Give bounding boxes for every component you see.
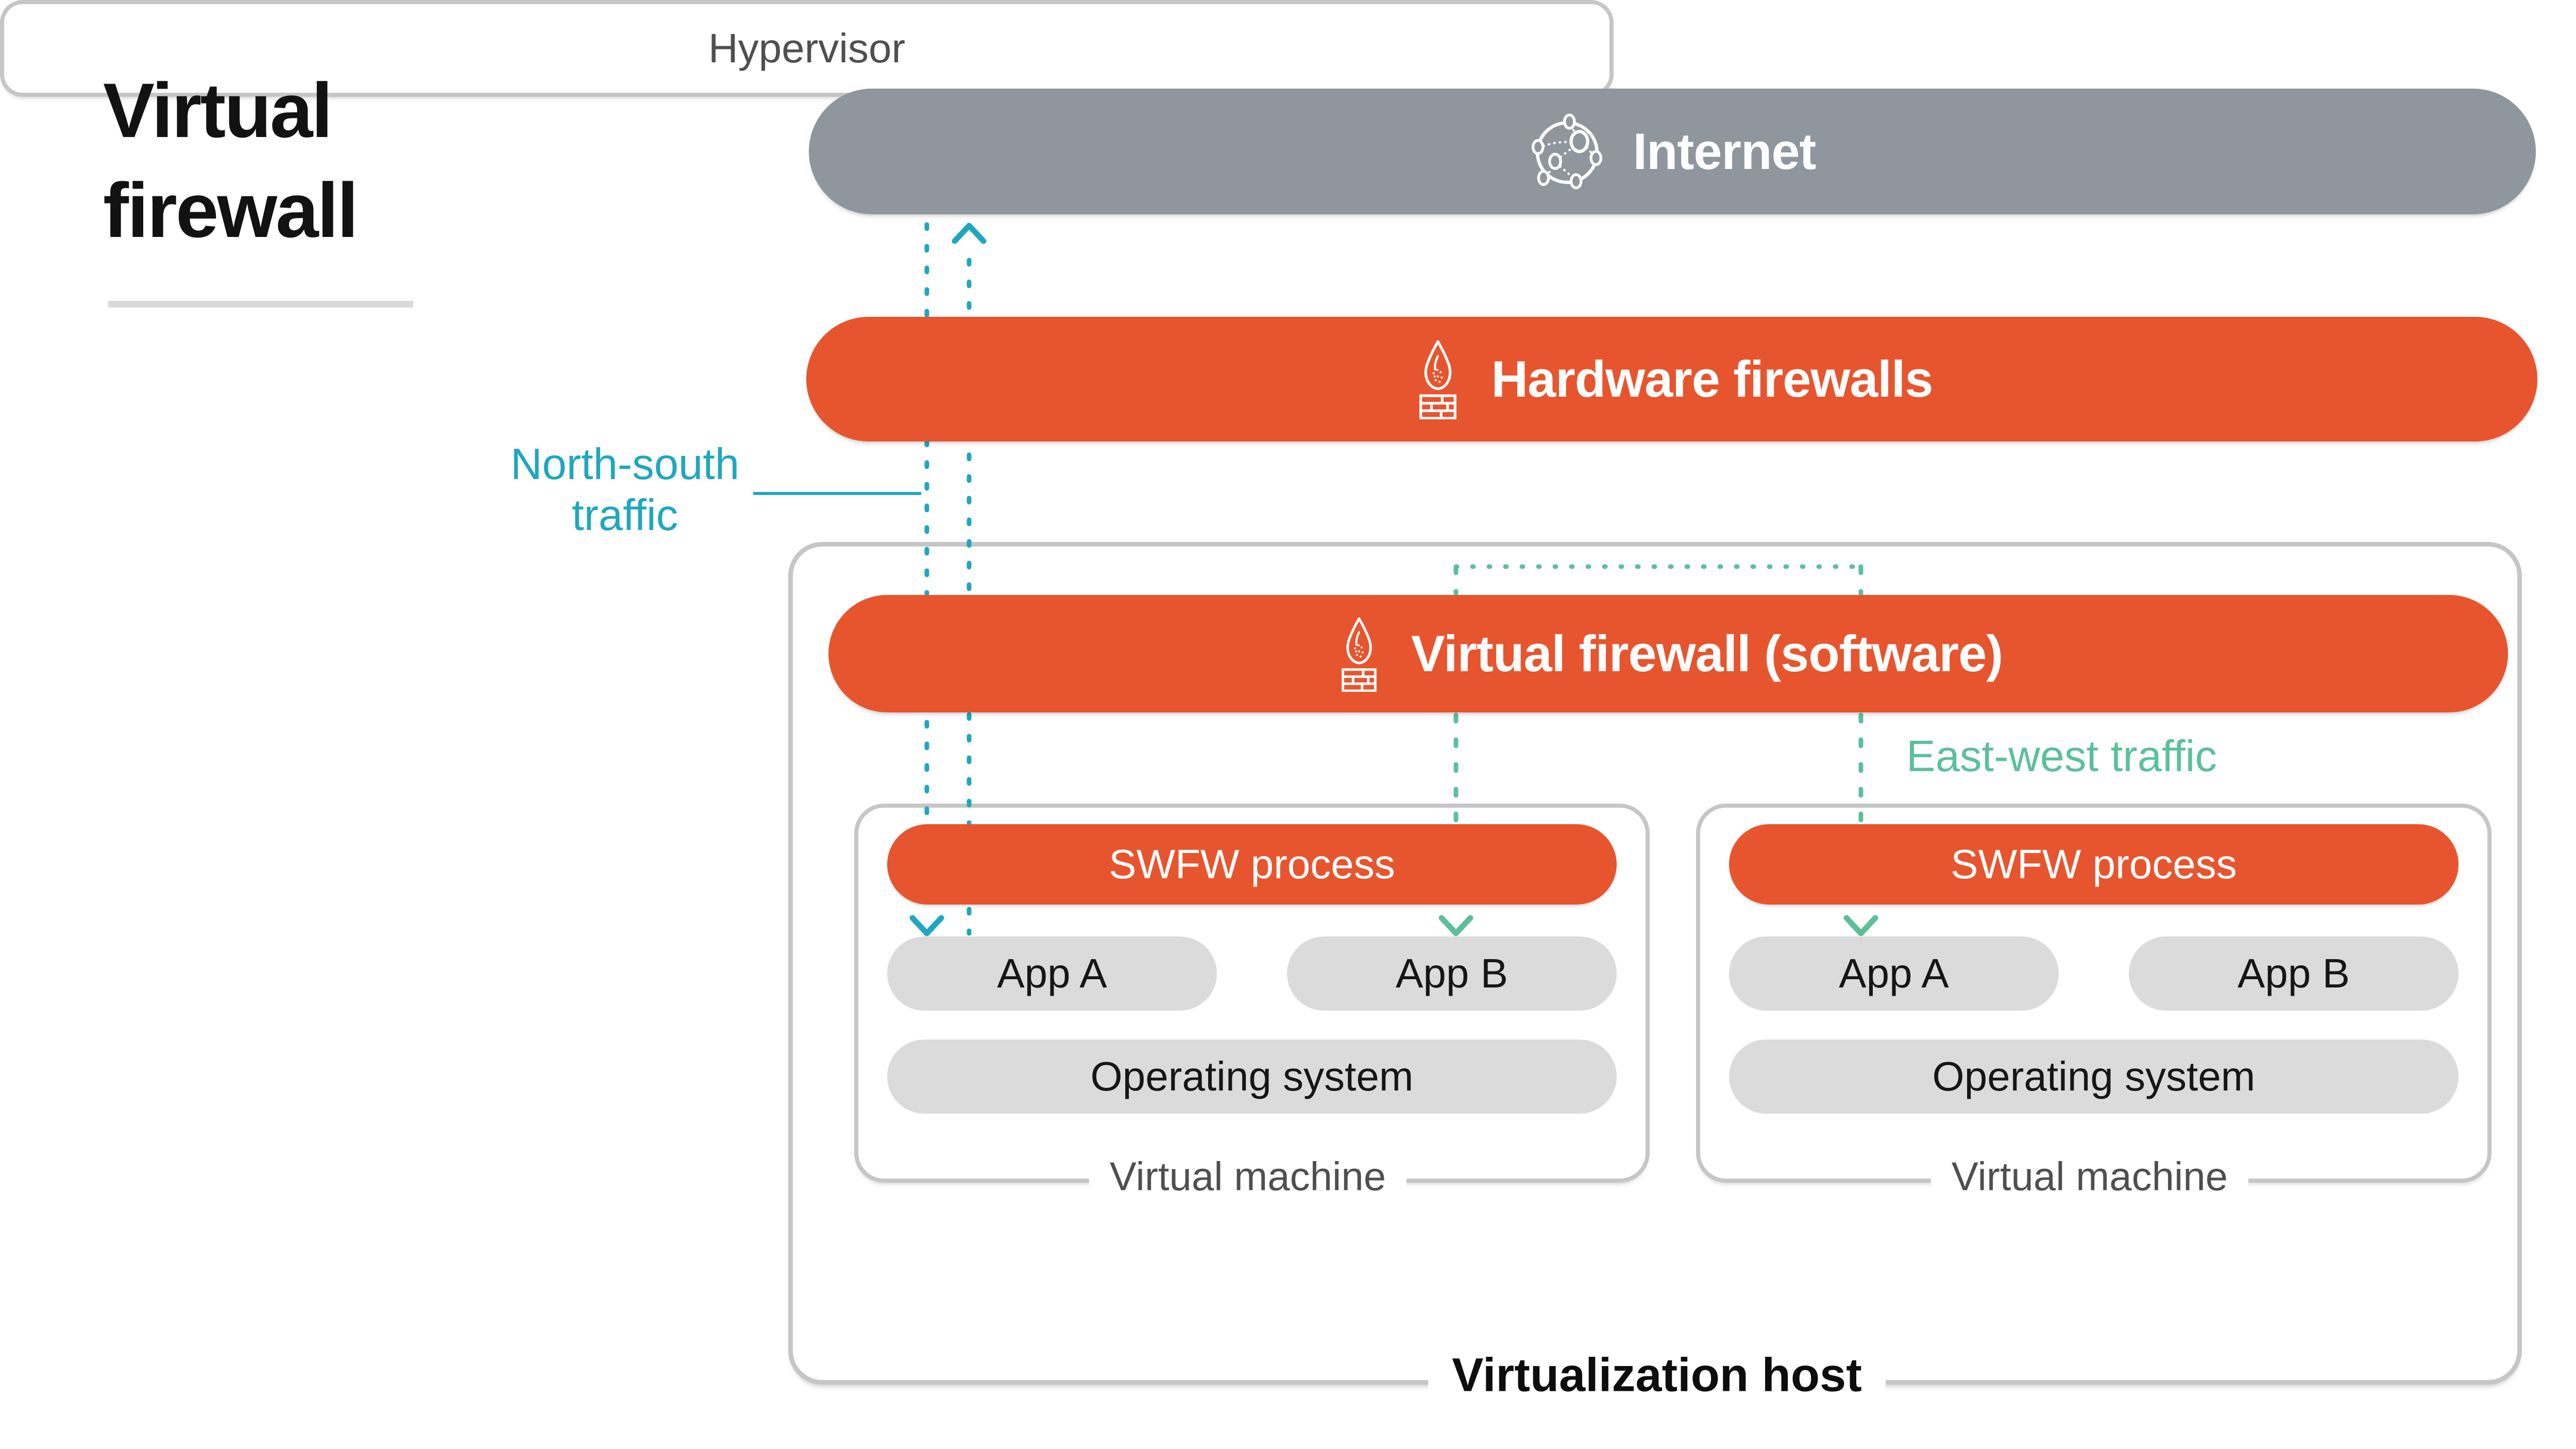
virtualization-host-caption: Virtualization host <box>1428 1345 1886 1406</box>
internet-bar: Internet <box>809 89 2536 214</box>
east-west-traffic-label: East-west traffic <box>1906 732 2217 781</box>
firewall-icon <box>1341 617 1377 692</box>
title-divider <box>108 301 413 308</box>
hardware-firewalls-bar: Hardware firewalls <box>806 317 2537 441</box>
operating-system-bar: Operating system <box>887 1039 1617 1114</box>
up-arrowhead-icon <box>952 223 987 244</box>
app-b-pill: App B <box>2129 936 2459 1011</box>
app-b-pill: App B <box>1287 936 1617 1011</box>
swfw-process-bar: SWFW process <box>1729 824 2459 905</box>
hardware-firewalls-label: Hardware firewalls <box>1491 350 1934 407</box>
virtual-firewall-label: Virtual firewall (software) <box>1411 625 2003 682</box>
operating-system-bar: Operating system <box>1729 1039 2459 1114</box>
operating-system-label: Operating system <box>1090 1053 1414 1099</box>
operating-system-label: Operating system <box>1932 1053 2256 1099</box>
firewall-icon <box>1419 340 1456 419</box>
swfw-process-bar: SWFW process <box>887 824 1617 905</box>
virtual-machine-caption: Virtual machine <box>1089 1150 1407 1203</box>
app-b-label: App B <box>1396 950 1508 996</box>
globe-network-icon <box>1532 113 1603 190</box>
page-title: Virtual firewall <box>103 67 359 253</box>
virtual-machine-caption: Virtual machine <box>1930 1150 2249 1203</box>
swfw-process-label: SWFW process <box>1951 841 2237 887</box>
app-a-pill: App A <box>887 936 1217 1011</box>
app-a-pill: App A <box>1729 936 2059 1011</box>
virtual-firewall-bar: Virtual firewall (software) <box>828 595 2508 712</box>
swfw-process-label: SWFW process <box>1109 841 1395 887</box>
internet-label: Internet <box>1633 123 1816 180</box>
hypervisor-label: Hypervisor <box>708 25 906 71</box>
app-a-label: App A <box>1839 950 1949 996</box>
app-b-label: App B <box>2238 950 2350 996</box>
app-a-label: App A <box>997 950 1107 996</box>
north-south-traffic-label: North-south traffic <box>510 440 740 540</box>
hypervisor-box: Hypervisor <box>0 0 1614 97</box>
